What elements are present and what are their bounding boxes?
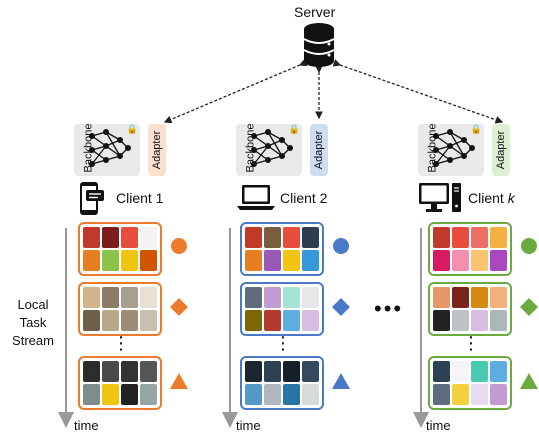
diamond-marker bbox=[332, 298, 350, 316]
time-label-1: time bbox=[74, 418, 99, 433]
circle-marker bbox=[521, 238, 537, 254]
time-label-k: time bbox=[426, 418, 451, 433]
triangle-marker bbox=[520, 373, 538, 389]
neural-network-icon bbox=[89, 129, 131, 167]
backbone-block: Backbone 🔒 bbox=[236, 124, 302, 176]
task-box-k-1 bbox=[428, 222, 512, 276]
backbone-block: Backbone 🔒 bbox=[418, 124, 484, 176]
task-box-2-2 bbox=[240, 282, 324, 336]
neural-network-icon bbox=[433, 129, 475, 167]
time-label-2: time bbox=[236, 418, 261, 433]
link-client-1 bbox=[163, 58, 308, 124]
more-tasks-dots: ⋮ bbox=[462, 333, 480, 353]
neural-network-icon bbox=[251, 129, 293, 167]
task-box-2-3 bbox=[240, 356, 324, 410]
task-box-k-3 bbox=[428, 356, 512, 410]
task-box-1-1 bbox=[78, 222, 162, 276]
adapter-block: Adapter bbox=[310, 124, 328, 176]
client-k-label: Client k bbox=[468, 190, 515, 206]
link-client-k bbox=[332, 59, 504, 124]
task-box-2-1 bbox=[240, 222, 324, 276]
more-tasks-dots: ⋮ bbox=[274, 333, 292, 353]
diamond-marker bbox=[520, 298, 538, 316]
diamond-marker bbox=[170, 298, 188, 316]
triangle-marker bbox=[170, 373, 188, 389]
more-tasks-dots: ⋮ bbox=[112, 333, 130, 353]
adapter-block: Adapter bbox=[148, 124, 166, 176]
phone-icon bbox=[80, 182, 104, 215]
triangle-marker bbox=[332, 373, 350, 389]
client-1-label: Client 1 bbox=[116, 190, 164, 206]
adapter-block: Adapter bbox=[492, 124, 510, 176]
lock-icon: 🔒 bbox=[470, 124, 482, 134]
backbone-block: Backbone 🔒 bbox=[74, 124, 140, 176]
task-box-k-2 bbox=[428, 282, 512, 336]
circle-marker bbox=[333, 238, 349, 254]
task-box-1-2 bbox=[78, 282, 162, 336]
more-clients-ellipsis: ••• bbox=[374, 296, 404, 321]
client-2-label: Client 2 bbox=[280, 190, 328, 206]
circle-marker bbox=[171, 238, 187, 254]
lock-icon: 🔒 bbox=[126, 124, 138, 134]
lock-icon: 🔒 bbox=[288, 124, 300, 134]
database-icon bbox=[303, 23, 335, 67]
server-label: Server bbox=[294, 4, 336, 20]
desktop-icon bbox=[419, 183, 461, 212]
laptop-icon bbox=[237, 185, 275, 210]
task-box-1-3 bbox=[78, 356, 162, 410]
